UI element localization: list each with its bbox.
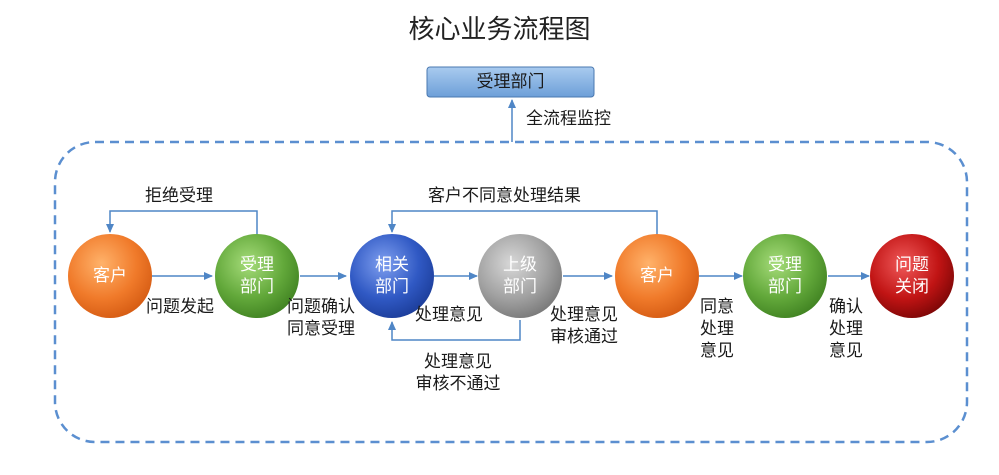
edge-label-agree-3: 意见 xyxy=(700,341,734,361)
node-related-label: 相关 部门 xyxy=(352,254,432,298)
node-intake-2-label: 受理 部门 xyxy=(745,254,825,298)
edge-label-opinion: 处理意见 xyxy=(415,305,483,325)
edge-label-raise-issue: 问题发起 xyxy=(146,297,214,317)
node-close-label: 问题 关闭 xyxy=(872,254,952,298)
edge-label-pass-1: 处理意见 xyxy=(550,305,618,325)
node-close-label-2: 关闭 xyxy=(895,277,929,297)
edge-label-pass-2: 审核通过 xyxy=(550,327,618,347)
monitoring-region xyxy=(53,140,969,444)
node-superior-label-1: 上级 xyxy=(503,255,537,275)
edge-label-fail-2: 审核不通过 xyxy=(415,374,501,394)
edge-reject-loop xyxy=(106,210,258,235)
edge-label-confirm: 问题确认 同意受理 xyxy=(287,296,355,340)
edge-fail-loop xyxy=(388,320,521,341)
node-intake-label-2: 部门 xyxy=(240,277,274,297)
edge-label-confirm-2: 同意受理 xyxy=(287,319,355,339)
node-customer-2-label: 客户 xyxy=(617,265,697,287)
edge-disagree-loop xyxy=(388,210,658,235)
node-superior xyxy=(478,234,562,318)
node-intake-2-label-1: 受理 xyxy=(768,255,802,275)
monitor-box xyxy=(426,66,595,98)
edge-label-agree: 同意 处理 意见 xyxy=(700,296,734,362)
node-related-label-2: 部门 xyxy=(375,277,409,297)
edge-label-reject: 拒绝受理 xyxy=(145,186,213,206)
node-intake-2 xyxy=(743,234,827,318)
edge-label-confirm-1: 问题确认 xyxy=(287,297,355,317)
node-customer-label: 客户 xyxy=(70,265,150,287)
node-close xyxy=(870,234,954,318)
node-customer xyxy=(68,234,152,318)
edge-label-agree-2: 处理 xyxy=(700,319,734,339)
edge-label-close-2: 处理 xyxy=(829,319,863,339)
node-superior-label: 上级 部门 xyxy=(480,254,560,298)
monitor-box-label: 受理部门 xyxy=(476,72,545,92)
node-customer-label-1: 客户 xyxy=(93,266,127,286)
monitor-label: 全流程监控 xyxy=(526,109,611,129)
node-customer-2-label-1: 客户 xyxy=(640,266,674,286)
edge-label-agree-1: 同意 xyxy=(700,297,734,317)
node-customer-2 xyxy=(615,234,699,318)
node-intake-2-label-2: 部门 xyxy=(768,277,802,297)
node-related xyxy=(350,234,434,318)
edge-label-close-3: 意见 xyxy=(829,341,863,361)
edge-label-pass: 处理意见 审核通过 xyxy=(550,304,618,348)
edge-label-close-1: 确认 xyxy=(829,297,863,317)
node-close-label-1: 问题 xyxy=(895,255,929,275)
node-intake-label: 受理 部门 xyxy=(217,254,297,298)
node-related-label-1: 相关 xyxy=(375,255,409,275)
edge-label-close: 确认 处理 意见 xyxy=(829,296,863,362)
edge-label-fail: 处理意见 审核不通过 xyxy=(405,351,511,395)
page-title: 核心业务流程图 xyxy=(408,15,591,45)
edge-label-disagree: 客户不同意处理结果 xyxy=(428,186,581,206)
node-intake xyxy=(215,234,299,318)
node-superior-label-2: 部门 xyxy=(503,277,537,297)
edge-label-fail-1: 处理意见 xyxy=(424,352,492,372)
node-intake-label-1: 受理 xyxy=(240,255,274,275)
